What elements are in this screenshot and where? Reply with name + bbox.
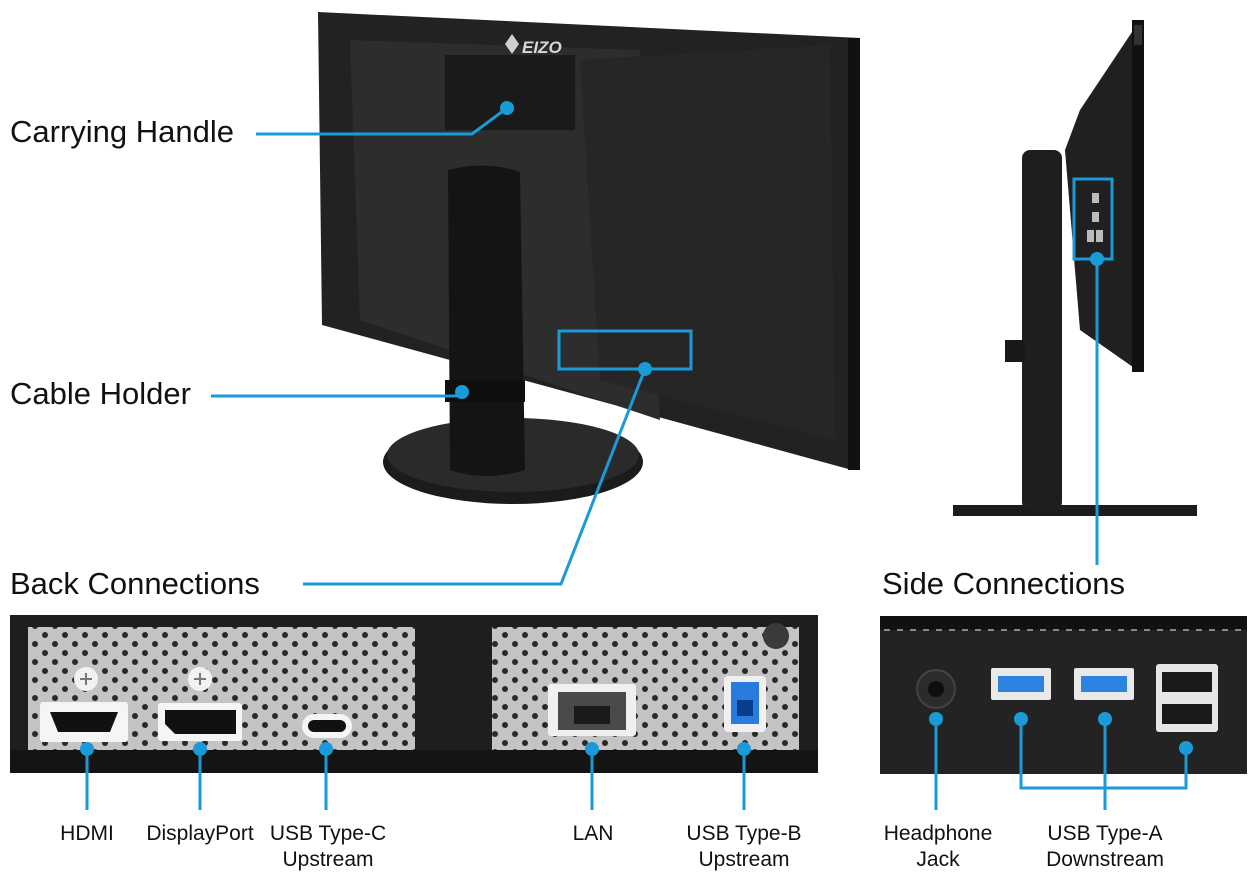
side-connections-label: Side Connections <box>882 566 1125 601</box>
callout-dots <box>80 101 1193 756</box>
back-connections-panel <box>10 615 818 773</box>
cable-holder-label: Cable Holder <box>10 376 191 411</box>
screw-icon <box>74 667 98 691</box>
usb-c-port-icon <box>302 714 352 738</box>
port-label-displayport: DisplayPort <box>146 822 254 845</box>
screw-icon <box>188 667 212 691</box>
side-port-miniatures <box>1087 193 1103 242</box>
port-label-usb-b: USB Type-B Upstream <box>686 822 802 871</box>
usb-a-port-icon <box>1156 664 1218 732</box>
port-label-usb-c: USB Type-C Upstream <box>269 822 387 871</box>
usb-b-port-icon <box>724 676 766 732</box>
back-connections-label: Back Connections <box>10 566 260 601</box>
eizo-logo: EIZO <box>505 34 562 57</box>
monitor-side-view <box>953 20 1197 516</box>
monitor-rear-view <box>318 12 860 504</box>
lan-port-icon <box>548 684 636 736</box>
brand-logo-text: EIZO <box>522 38 562 57</box>
port-label-headphone: Headphone Jack <box>883 822 993 871</box>
usb-a-port-icon <box>991 668 1051 700</box>
headphone-jack-icon <box>916 669 956 709</box>
port-label-usb-a: USB Type-A Downstream <box>1046 822 1164 871</box>
callout-lines <box>85 106 1188 810</box>
usb-a-port-icon <box>1074 668 1134 700</box>
hdmi-port-icon <box>40 702 128 742</box>
displayport-port-icon <box>158 703 242 741</box>
back-connections-highlight <box>557 329 693 371</box>
port-label-hdmi: HDMI <box>60 822 114 845</box>
port-label-lan: LAN <box>572 822 614 845</box>
carrying-handle-label: Carrying Handle <box>10 114 234 149</box>
